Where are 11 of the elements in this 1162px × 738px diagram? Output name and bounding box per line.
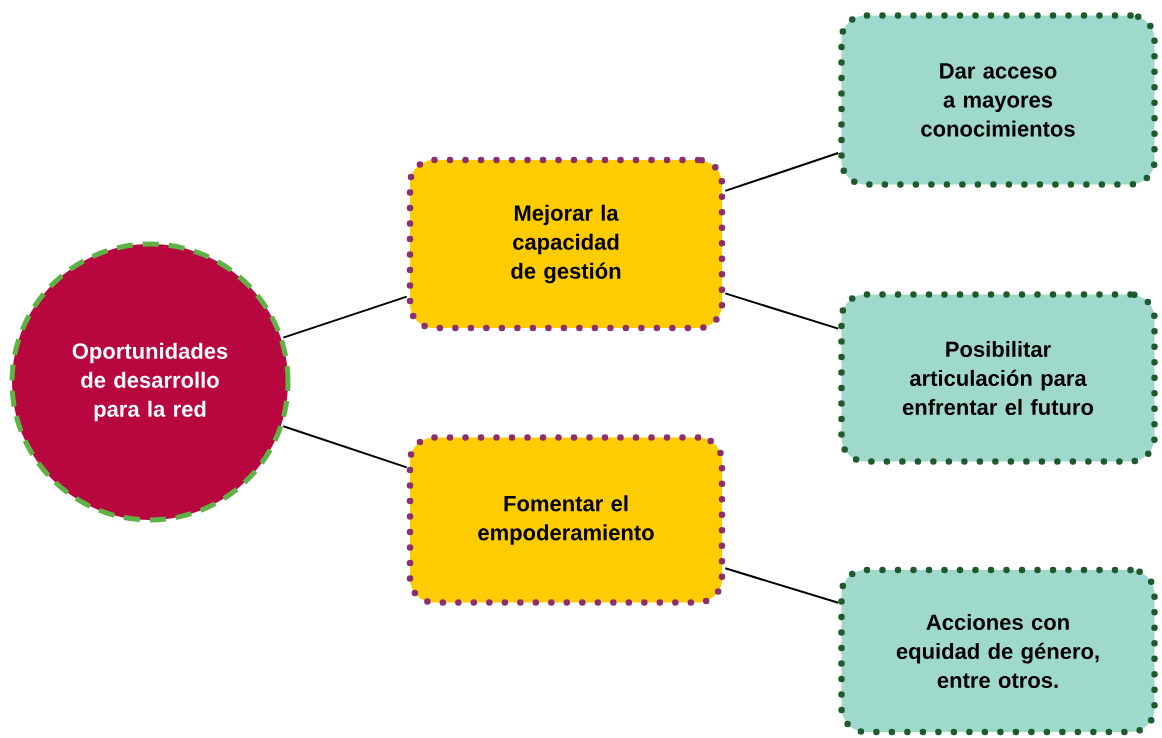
process-box: Fomentar el empoderamiento (406, 434, 726, 606)
connector-line (724, 292, 840, 330)
connector-line (724, 152, 840, 192)
circle-node: Oportunidades de desarrollo para la red (9, 241, 291, 523)
connector-line (282, 295, 408, 339)
process-box: Acciones con equidad de género, entre otros. (838, 566, 1158, 736)
process-box: Posibilitar articulación para enfrentar el futuro (838, 291, 1158, 465)
process-box: Mejorar la capacidad de gestión (406, 156, 726, 332)
process-box: Dar acceso a mayores conocimientos (838, 12, 1158, 188)
connector-line (724, 567, 840, 604)
connector-line (282, 425, 408, 469)
